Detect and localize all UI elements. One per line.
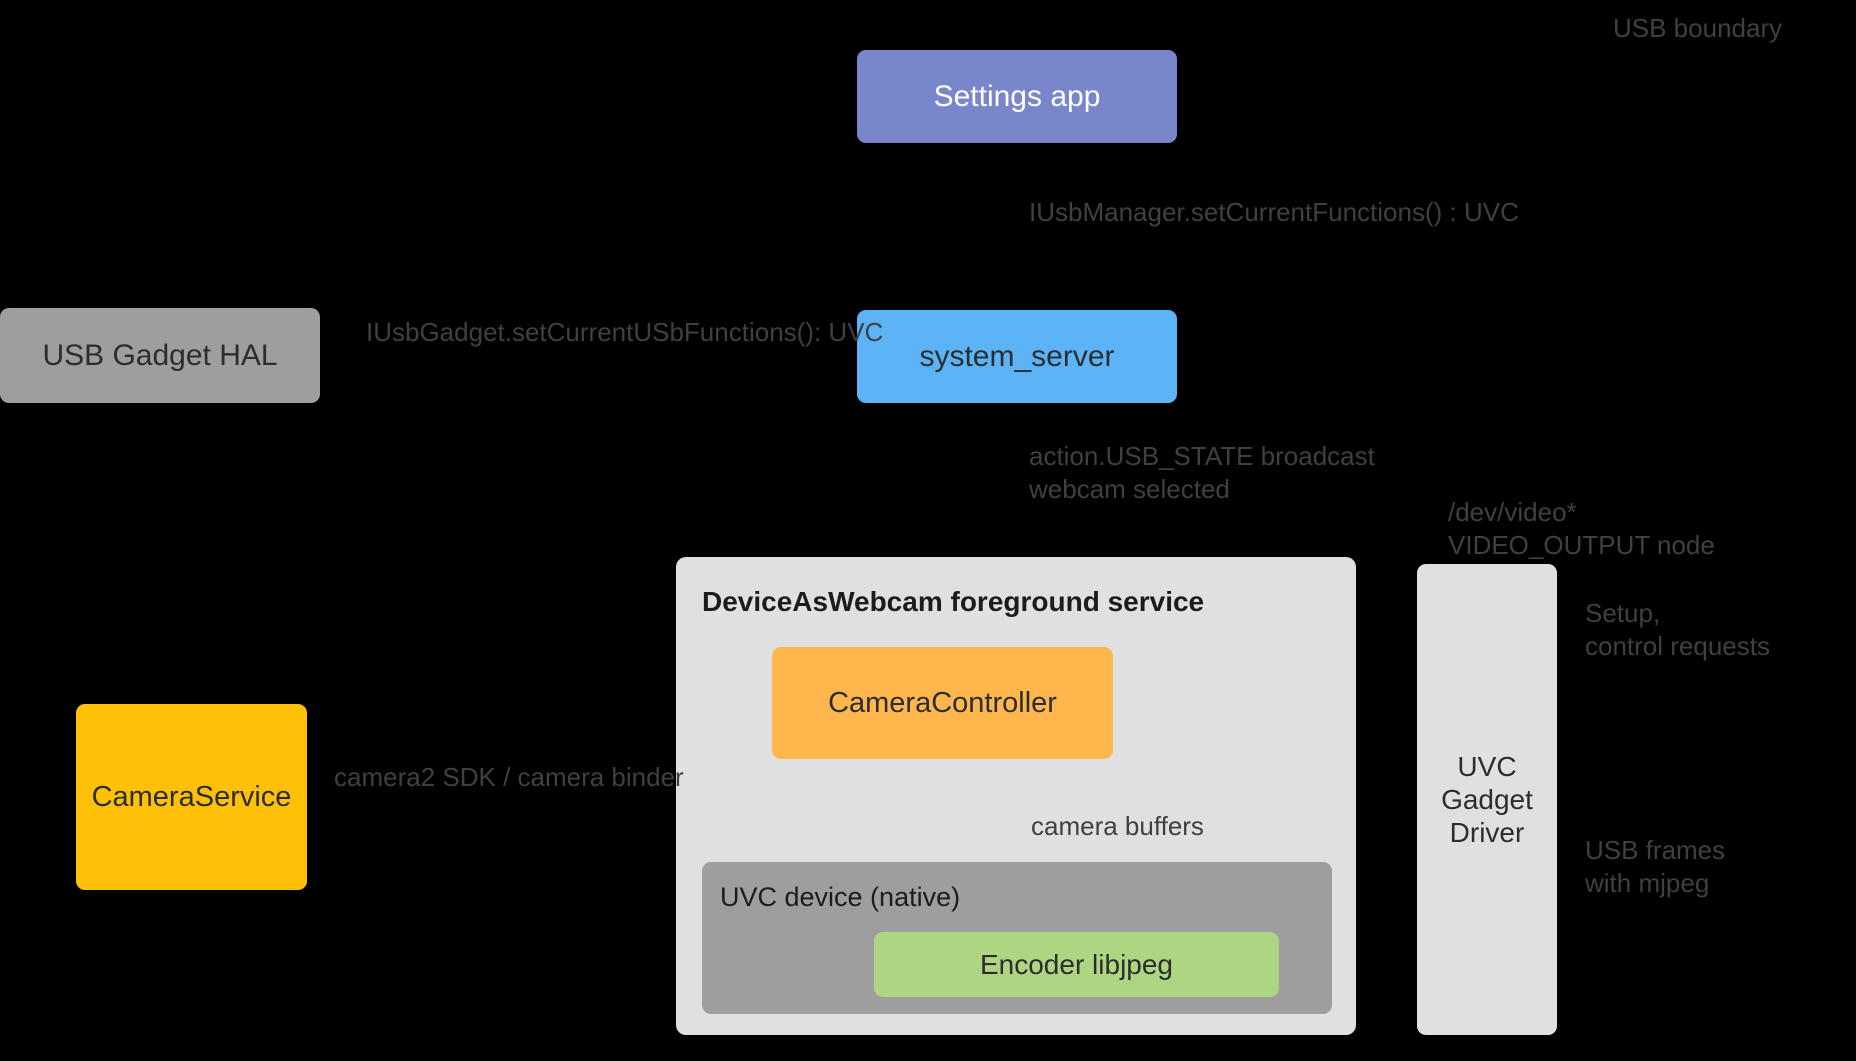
- settings-app-label: Settings app: [933, 79, 1101, 113]
- settings-app-box: Settings app: [857, 50, 1177, 143]
- note-camera2-sdk-binder: camera2 SDK / camera binder: [334, 762, 684, 792]
- note-iusbmanager-setcurrentfunctions: IUsbManager.setCurrentFunctions() : UVC: [1029, 197, 1519, 227]
- camera-controller-label: CameraController: [828, 686, 1057, 719]
- note-usb-frames-mjpeg: USB frames with mjpeg: [1585, 835, 1726, 899]
- system-server-box: system_server: [857, 310, 1177, 403]
- usb-gadget-hal-label: USB Gadget HAL: [42, 338, 278, 372]
- note-camera-buffers: camera buffers: [1031, 811, 1204, 841]
- uvc-gadget-driver-box: UVC Gadget Driver: [1417, 564, 1557, 1035]
- note-iusbgadget-setcurrentusbfunctions: IUsbGadget.setCurrentUSbFunctions(): UVC: [366, 317, 884, 347]
- usb-gadget-hal-box: USB Gadget HAL: [0, 308, 320, 403]
- camera-service-label: CameraService: [91, 780, 292, 813]
- deviceaswebcam-service-title: DeviceAsWebcam foreground service: [702, 586, 1205, 617]
- encoder-libjpeg-box: Encoder libjpeg: [874, 932, 1279, 997]
- camera-service-box: CameraService: [76, 704, 307, 890]
- uvc-gadget-driver-label: UVC Gadget Driver: [1441, 750, 1533, 849]
- note-dev-video-node: /dev/video* VIDEO_OUTPUT node: [1448, 497, 1715, 561]
- note-usb-boundary: USB boundary: [1613, 13, 1783, 43]
- encoder-libjpeg-label: Encoder libjpeg: [979, 948, 1174, 980]
- camera-controller-box: CameraController: [772, 647, 1113, 759]
- uvc-device-native-label: UVC device (native): [720, 882, 961, 912]
- note-setup-control-requests: Setup, control requests: [1585, 598, 1770, 662]
- note-usb-state-broadcast: action.USB_STATE broadcast webcam select…: [1029, 441, 1375, 505]
- system-server-label: system_server: [919, 339, 1115, 373]
